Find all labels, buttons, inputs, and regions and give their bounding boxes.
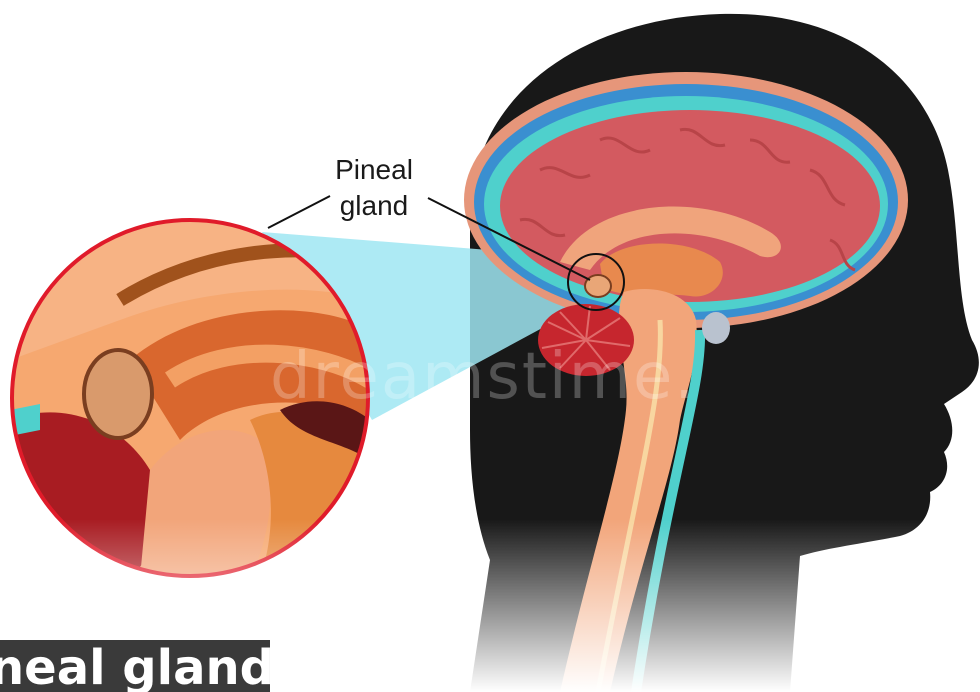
pineal-gland-label: Pineal gland [318, 152, 430, 224]
label-line-1: Pineal [318, 152, 430, 188]
label-line-2: gland [318, 188, 430, 224]
banner-title: neal gland [0, 642, 270, 692]
watermark: dreamstime. [270, 340, 697, 414]
title-banner: neal gland [0, 640, 270, 692]
